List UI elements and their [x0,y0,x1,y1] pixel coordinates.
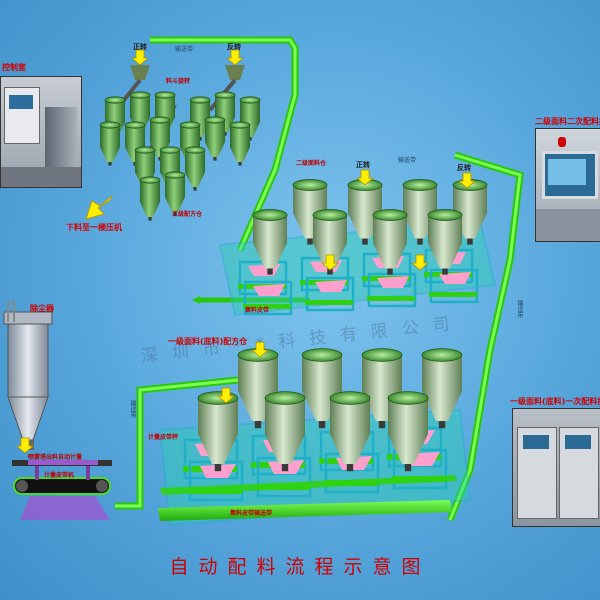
diagram-title: 自动配料流程示意图 [169,556,431,578]
primary-silo [329,391,371,472]
forward-label-top: 正转 [133,43,147,51]
arrow-down-icon [320,254,340,271]
conveyor-label-mid: 输送带 [398,157,417,164]
secondary-silo [372,209,408,275]
secondary-rig [218,179,497,317]
collect-belt-lower-label: 集料皮带输送带 [230,510,273,517]
weight-belt-scale-label: 计量皮带秤 [148,434,179,441]
weigh-belt-machine [12,460,112,520]
small-silo [139,176,161,221]
arrow-down-icon [457,172,477,189]
small-silo [229,121,251,166]
arrow-down-icon [225,49,245,66]
primary-silo [387,391,429,472]
control-room-label: 控制室 [2,63,26,72]
primary-rig [158,348,472,527]
secondary-silo [427,209,463,275]
small-silo [204,116,226,161]
upper-frame [243,280,293,316]
arrow-down-icon [15,437,35,454]
secondary-control-label: 二级面料二次配料控制柜 [535,117,600,126]
conveyor-label-top: 输送带 [175,46,194,53]
upper-frame [429,268,479,304]
primary-control-photo [512,408,600,527]
dust-collector-label: 除尘器 [30,304,54,313]
upper-frame [305,276,355,312]
conveyor-label-left: 输送带 [129,400,136,418]
secondary-bin-label: 二级面料仓 [296,160,327,167]
reverse-label-mid: 反转 [457,164,471,172]
conveyor-label-right: 输送带 [516,300,523,318]
third-level-silos [99,65,261,221]
mid-collect-belt [160,475,457,495]
small-silo [184,146,206,191]
secondary-silo [252,209,288,275]
weigh-belt-label: 计量皮带机 [44,472,75,479]
primary-bin-label: 一级面料(底料)配方仓 [168,337,248,346]
flow-arrows [15,49,477,454]
arrow-down-icon [130,49,150,66]
primary-silo [264,391,306,472]
third-level-label: 三级配方仓 [172,211,203,218]
discharge-label: 下料至一楼压机 [66,223,122,232]
primary-silo [421,348,463,429]
hopper-rotation-label: 料斗旋转 [166,78,191,85]
arrow-down-icon [250,341,270,358]
small-silo [164,171,186,216]
arrow-down-icon [216,387,236,404]
control-room-photo [0,76,82,188]
weigh-conveyor-label: 喷雾塔出料自动计量 [28,454,83,461]
small-silo [99,121,121,166]
arrow-down-icon [410,254,430,271]
primary-control-label: 一级面料(底料)一次配料控制柜 [510,397,600,406]
conveyors [115,36,524,522]
primary-silo [237,348,279,429]
reverse-label-top: 反转 [227,43,241,51]
arrow-down-icon [355,169,375,186]
bottom-collect-belt [158,500,452,521]
collect-belt-upper-label: 集料皮带 [245,307,270,314]
forward-label-mid: 正转 [356,161,370,169]
dust-collector [3,300,53,450]
discharge-arrow-icon [85,195,113,220]
secondary-control-photo [535,128,600,242]
